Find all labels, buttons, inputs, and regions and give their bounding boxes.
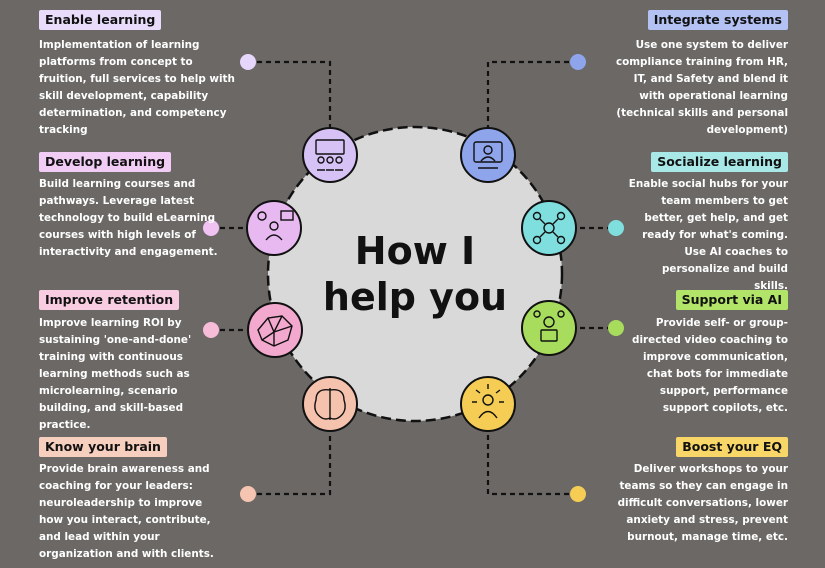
desc-integrate-systems: Use one system to deliver compliance tra… <box>615 39 788 136</box>
video-training-icon <box>460 127 516 183</box>
center-title: How I help you <box>320 228 510 320</box>
label-integrate-systems: Integrate systems <box>647 10 788 30</box>
dot-socialize <box>608 220 624 236</box>
label-develop-learning: Develop learning <box>39 152 172 172</box>
center-title-line2: help you <box>322 275 508 319</box>
connector-eq <box>486 434 578 496</box>
center-circle <box>266 125 564 423</box>
social-network-icon <box>521 200 577 256</box>
desc-socialize-learning: Enable social hubs for your team members… <box>628 178 788 292</box>
ai-support-icon <box>521 300 577 356</box>
developer-icon <box>246 200 302 256</box>
label-socialize-learning: Socialize learning <box>651 152 788 172</box>
dot-enable <box>240 54 256 70</box>
dot-develop <box>203 220 219 236</box>
desc-improve-retention: Improve learning ROI by sustaining 'one-… <box>39 317 192 431</box>
connector-integrate <box>486 60 578 132</box>
connector-enable <box>248 60 332 132</box>
dot-brain <box>240 486 256 502</box>
dot-ai <box>608 320 624 336</box>
dot-retention <box>203 322 219 338</box>
label-support-via-ai: Support via AI <box>675 290 788 310</box>
label-enable-learning: Enable learning <box>39 10 162 30</box>
desc-support-via-ai: Provide self- or group-directed video co… <box>632 317 788 414</box>
dot-integrate <box>570 54 586 70</box>
connector-brain <box>248 434 332 496</box>
classroom-icon <box>302 127 358 183</box>
center-title-line1: How I <box>354 229 476 273</box>
label-know-your-brain: Know your brain <box>39 437 167 457</box>
desc-know-your-brain: Provide brain awareness and coaching for… <box>39 463 214 560</box>
dot-eq <box>570 486 586 502</box>
desc-enable-learning: Implementation of learning platforms fro… <box>39 39 235 136</box>
label-improve-retention: Improve retention <box>39 290 180 310</box>
desc-develop-learning: Build learning courses and pathways. Lev… <box>39 178 218 258</box>
eq-person-icon <box>460 376 516 432</box>
label-boost-your-eq: Boost your EQ <box>676 437 788 457</box>
desc-boost-your-eq: Deliver workshops to your teams so they … <box>617 463 788 543</box>
